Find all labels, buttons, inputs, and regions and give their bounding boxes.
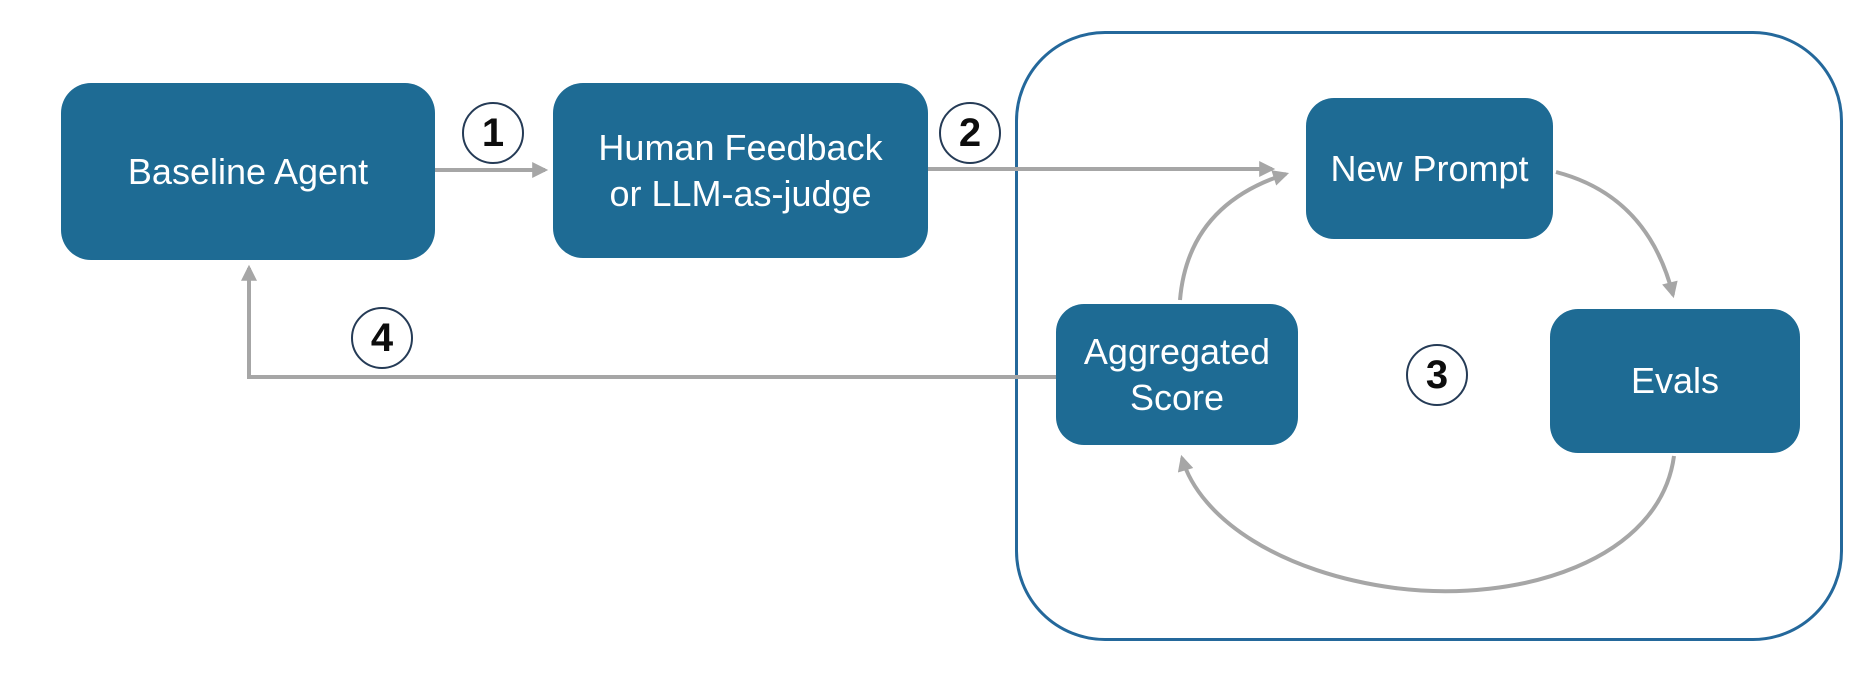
human-feedback-label-line1: Human Feedback <box>598 126 883 168</box>
step-2-circle: 2 <box>939 102 1001 164</box>
step-4-number: 4 <box>370 315 394 360</box>
human-feedback-node: Human Feedback or LLM-as-judge <box>553 83 928 258</box>
step-2-number: 2 <box>958 110 982 155</box>
step-3-number: 3 <box>1425 352 1449 397</box>
evals-node: Evals <box>1550 309 1800 453</box>
baseline-agent-node: Baseline Agent <box>61 83 435 260</box>
baseline-agent-label: Baseline Agent <box>127 150 369 192</box>
step-4-circle: 4 <box>351 307 413 369</box>
evals-label: Evals <box>1630 360 1720 401</box>
step-1-circle: 1 <box>462 102 524 164</box>
step-3-circle: 3 <box>1406 344 1468 406</box>
new-prompt-node: New Prompt <box>1306 98 1553 239</box>
aggregated-score-node: Aggregated Score <box>1056 304 1298 445</box>
new-prompt-label: New Prompt <box>1330 147 1529 189</box>
human-feedback-label-line2: or LLM-as-judge <box>609 172 872 214</box>
aggregated-score-label-line2: Score <box>1129 376 1225 418</box>
aggregated-score-label-line1: Aggregated <box>1083 330 1271 372</box>
step-1-number: 1 <box>481 110 505 155</box>
